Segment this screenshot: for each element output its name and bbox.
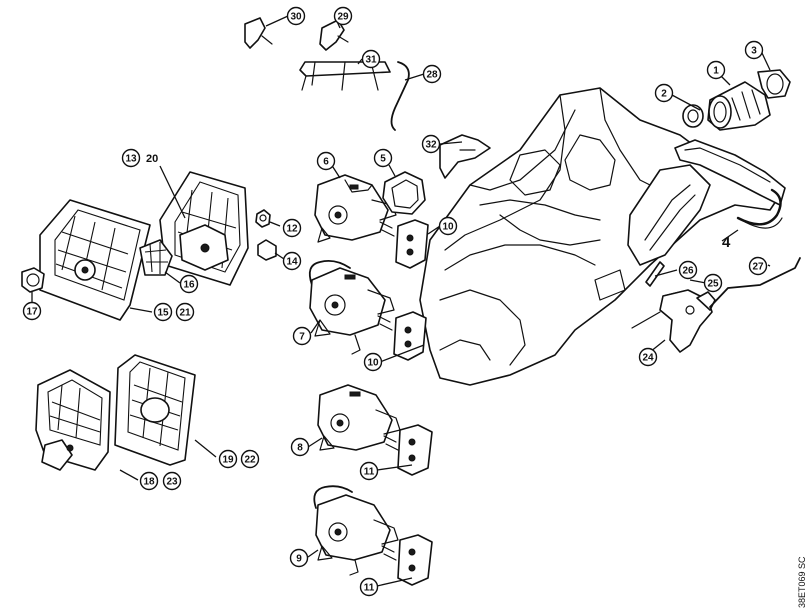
svg-text:31: 31 [365,55,377,66]
svg-text:9: 9 [296,554,302,565]
callout-32: 32 [421,134,441,154]
svg-text:23: 23 [166,477,178,488]
svg-text:28: 28 [426,70,438,81]
air-filter-15-drawing [39,199,151,321]
callout-26: 26 [678,260,698,280]
air-filter-20-drawing [159,171,249,286]
callout-14: 14 [282,251,302,271]
svg-text:25: 25 [707,279,719,290]
leader-lines [31,15,771,587]
callout-24: 24 [638,347,658,367]
callout-10-upper: 10 [438,216,458,236]
svg-text:29: 29 [337,12,349,23]
callout-1: 1 [706,60,726,80]
callout-15-21: 15 21 [153,302,195,322]
svg-text:22: 22 [244,455,256,466]
intake-manifold-drawing [682,69,791,131]
callout-19-22: 19 22 [218,449,260,469]
callout-11-lower: 11 [359,577,379,597]
carburettor-7-drawing [308,259,395,355]
callout-2: 2 [654,83,674,103]
callout-9: 9 [289,548,309,568]
svg-text:14: 14 [286,257,298,268]
callout-25: 25 [703,273,723,293]
callout-8: 8 [290,437,310,457]
svg-text:3: 3 [751,46,757,57]
svg-text:11: 11 [364,583,375,594]
callout-17: 17 [22,301,42,321]
callout-18-23: 18 23 [139,471,182,491]
svg-text:18: 18 [143,477,155,488]
label-4: 4 [722,234,731,251]
svg-text:15: 15 [157,308,169,319]
callout-3: 3 [744,40,764,60]
callout-30: 30 [286,6,306,26]
callout-12: 12 [282,218,302,238]
linkage-parts-drawing [244,17,801,353]
carburettor-6-drawing [314,174,397,243]
svg-text:30: 30 [290,12,302,23]
svg-text:27: 27 [752,262,764,273]
svg-text:2: 2 [661,89,667,100]
svg-text:24: 24 [642,353,654,364]
svg-text:21: 21 [179,308,191,319]
filter-18-drawing [35,369,111,471]
carburettor-9-drawing [313,485,399,576]
filter-19-drawing [114,354,196,466]
callout-5: 5 [373,148,393,168]
callout-31: 31 [361,49,381,69]
svg-text:6: 6 [323,157,329,168]
callout-10-lower: 10 [363,352,383,372]
callout-29: 29 [333,6,353,26]
svg-text:10: 10 [367,358,379,369]
svg-text:5: 5 [380,154,386,165]
svg-text:16: 16 [183,280,195,291]
svg-text:17: 17 [26,307,38,318]
carburettor-8-drawing [317,384,401,451]
svg-text:10: 10 [442,222,454,233]
callout-28: 28 [422,64,442,84]
svg-text:8: 8 [297,443,303,454]
svg-text:26: 26 [682,266,694,277]
main-housing-drawing [419,87,786,386]
small-parts-drawing [21,209,277,293]
callout-11-upper: 11 [359,461,379,481]
svg-text:20: 20 [146,153,158,165]
svg-text:12: 12 [286,224,298,235]
svg-text:7: 7 [299,332,305,343]
drawing-code: 38ET069 SC [797,556,807,608]
svg-text:32: 32 [425,140,437,151]
callout-16: 16 [179,274,199,294]
callout-27: 27 [748,256,768,276]
callout-7: 7 [292,326,312,346]
svg-text:1: 1 [713,66,719,77]
svg-text:19: 19 [222,455,234,466]
callout-6: 6 [316,151,336,171]
svg-text:11: 11 [364,467,375,478]
gaskets-drawing [382,171,433,586]
callout-13-20: 13 20 [121,148,158,168]
svg-text:13: 13 [125,154,137,165]
